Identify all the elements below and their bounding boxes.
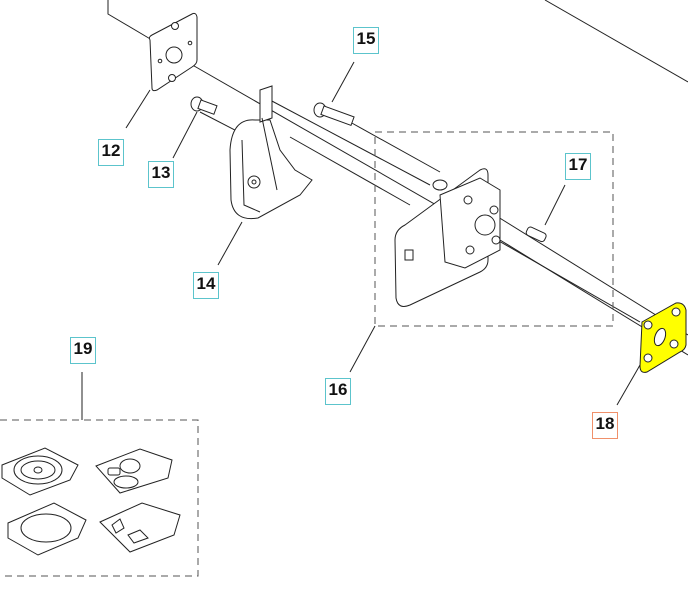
part-17-sleeve[interactable] <box>525 226 547 243</box>
kit-gasket-plate-a <box>95 448 173 494</box>
callout-19[interactable]: 19 <box>70 337 96 364</box>
callout-18[interactable]: 18 <box>592 412 618 439</box>
part-15-screw[interactable] <box>313 102 355 127</box>
part-16-carburetor[interactable] <box>394 168 501 307</box>
callout-17[interactable]: 17 <box>565 153 591 180</box>
part-12-gasket[interactable] <box>148 12 198 92</box>
part-19-group-box <box>0 419 199 577</box>
part-14-holder[interactable] <box>229 85 313 220</box>
callout-14[interactable]: 14 <box>193 272 219 299</box>
part-19-gasket-kit[interactable] <box>1 447 181 556</box>
callout-16[interactable]: 16 <box>325 378 351 405</box>
part-18-gasket[interactable] <box>639 302 687 373</box>
kit-gasket-diaphragm <box>1 447 79 496</box>
callout-13[interactable]: 13 <box>148 161 174 188</box>
kit-gasket-ring <box>7 502 87 556</box>
part-13-screw[interactable] <box>190 96 218 115</box>
callout-12[interactable]: 12 <box>98 139 124 166</box>
kit-gasket-plate-b <box>99 502 181 553</box>
callout-15[interactable]: 15 <box>353 27 379 54</box>
